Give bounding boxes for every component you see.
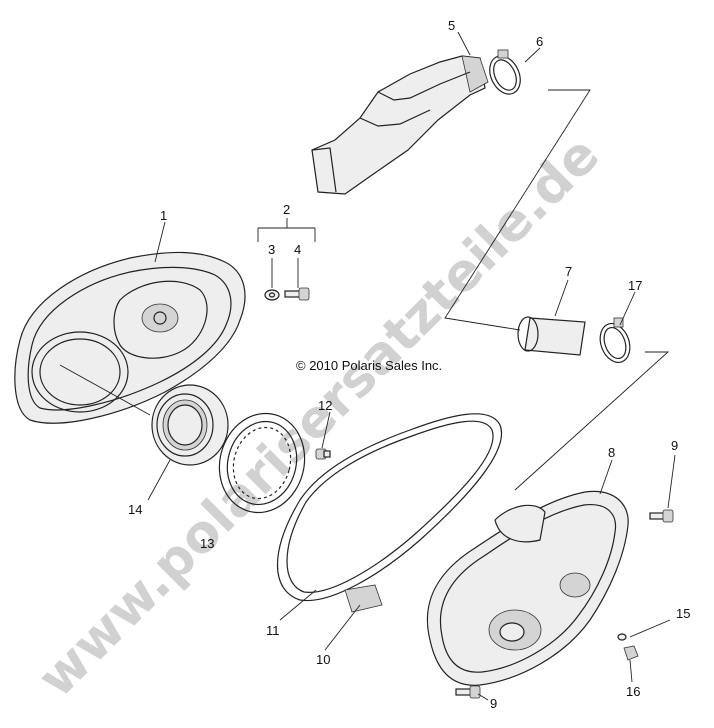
callout-13: 13: [200, 536, 214, 551]
callout-5: 5: [448, 18, 455, 33]
part-seal-14: [151, 384, 229, 466]
part-bolt-9-upper: [649, 509, 674, 523]
callout-3: 3: [268, 242, 275, 257]
part-washer-3: [264, 289, 280, 301]
callout-15: 15: [676, 606, 690, 621]
callout-16: 16: [626, 684, 640, 699]
part-bolt-12: [315, 448, 331, 460]
callout-14: 14: [128, 502, 142, 517]
callout-1: 1: [160, 208, 167, 223]
part-inner-cover: [14, 251, 246, 424]
part-bolt-4: [284, 287, 310, 301]
callout-8: 8: [608, 445, 615, 460]
callout-2: 2: [283, 202, 290, 217]
part-washer-15: [617, 633, 627, 641]
callout-11: 11: [266, 623, 280, 638]
callout-17: 17: [628, 278, 642, 293]
callout-9-upper: 9: [671, 438, 678, 453]
part-clamp-17: [599, 317, 631, 363]
callout-9-lower: 9: [490, 696, 497, 711]
part-label-10: [344, 584, 383, 613]
part-air-duct: [311, 55, 489, 195]
part-sleeve-7: [517, 316, 586, 356]
callout-4: 4: [294, 242, 301, 257]
callout-7: 7: [565, 264, 572, 279]
part-outer-cover: [426, 490, 629, 686]
callout-6: 6: [536, 34, 543, 49]
part-drive-belt: [276, 413, 503, 602]
part-bolt-9-lower: [455, 685, 481, 699]
callout-10: 10: [316, 652, 330, 667]
part-clamp-6: [489, 49, 521, 95]
leader-lines: [59, 31, 676, 701]
copyright-notice: © 2010 Polaris Sales Inc.: [296, 358, 442, 373]
callout-12: 12: [318, 398, 332, 413]
part-gasket-13: [218, 412, 306, 514]
part-nut-16: [623, 645, 639, 661]
